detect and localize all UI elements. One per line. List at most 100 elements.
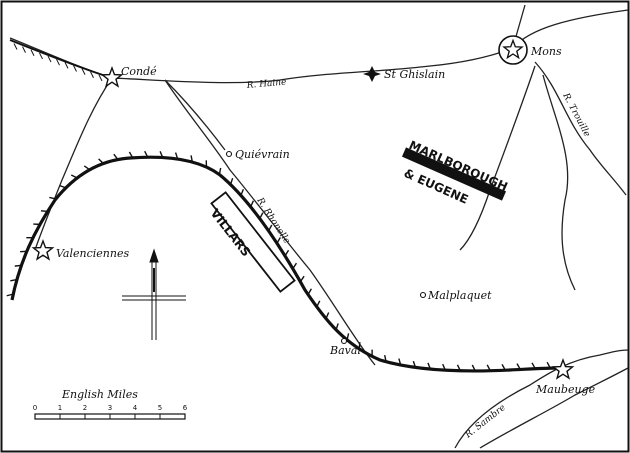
line-tooth: [70, 174, 78, 179]
star-icon: [100, 66, 124, 88]
frontier-hatch: [30, 49, 35, 56]
line-tooth: [486, 364, 491, 372]
label-st-ghislain: St Ghislain: [384, 68, 445, 81]
scale-bar-ticks: 0 1 2 3 4 5 6: [33, 404, 188, 412]
french-line-teeth: [6, 150, 551, 372]
line-tooth: [128, 151, 134, 159]
line-tooth: [40, 210, 48, 213]
frontier-hatch: [39, 52, 43, 60]
line-tooth: [546, 361, 551, 369]
line-tooth: [144, 150, 149, 158]
line-tooth: [259, 212, 264, 220]
line-tooth: [229, 177, 234, 185]
line-tooth: [190, 155, 194, 163]
line-tooth: [267, 224, 273, 232]
line-tooth: [398, 358, 402, 366]
scale-bar: [34, 413, 186, 420]
frontier-hatch: [73, 65, 77, 72]
scale-bar-title: English Miles: [61, 388, 138, 401]
line-tooth: [442, 363, 446, 371]
line-tooth: [83, 165, 91, 171]
frontier-hatch: [81, 68, 86, 75]
scale-tick-label: 1: [58, 404, 62, 412]
river-trouille: [534, 61, 627, 196]
scale-tick-label: 3: [108, 404, 112, 412]
line-tooth: [10, 278, 18, 282]
frontier-hatch: [56, 58, 60, 66]
line-tooth: [307, 288, 312, 295]
line-tooth: [159, 151, 164, 158]
scale-tick-label: 5: [158, 404, 162, 412]
french-lines: [10, 155, 559, 373]
circle-icon: [225, 150, 233, 158]
line-tooth: [49, 196, 57, 200]
line-tooth: [218, 167, 222, 175]
frontier-hatch: [64, 62, 69, 69]
line-tooth: [14, 264, 22, 267]
allied-army-bar: [401, 147, 507, 201]
star-icon: [502, 38, 524, 60]
circle-icon: [340, 337, 348, 345]
line-tooth: [98, 158, 104, 165]
line-tooth: [516, 363, 521, 370]
river-tributary-north: [514, 4, 526, 41]
line-tooth: [358, 342, 361, 349]
star-icon: [551, 358, 575, 380]
line-tooth: [276, 237, 281, 244]
line-tooth: [284, 249, 290, 257]
fortress-mons: [498, 35, 528, 65]
st-ghislain-marker-icon: [363, 66, 381, 82]
frontier-hatch-marks: [13, 43, 103, 82]
line-tooth: [383, 355, 387, 362]
line-tooth: [292, 262, 298, 270]
line-tooth: [412, 360, 417, 368]
frontier-hatch: [22, 46, 26, 53]
line-tooth: [316, 300, 321, 308]
river-rhonelle: [164, 79, 376, 366]
line-tooth: [427, 362, 432, 370]
river-sambre-branch: [479, 367, 629, 449]
circle-icon: [419, 291, 427, 299]
compass-rose-icon: [122, 248, 186, 340]
label-quievrain: Quiévrain: [235, 148, 290, 161]
scale-tick-label: 2: [83, 404, 87, 412]
river-trouille-branch: [542, 74, 576, 291]
frontier-hatch: [13, 43, 18, 50]
line-tooth: [325, 312, 330, 319]
star-icon: [31, 239, 55, 261]
french-army-bar: [210, 191, 296, 293]
frontier-hatch: [47, 55, 52, 63]
line-tooth: [299, 275, 305, 283]
label-maubeuge: Maubeuge: [535, 383, 596, 396]
label-conde: Condé: [121, 65, 157, 78]
line-tooth: [456, 364, 461, 372]
scale-tick-label: 4: [133, 404, 138, 412]
scale-bar-divisions: [34, 414, 186, 419]
label-river-haine: R. Haine: [245, 78, 286, 92]
line-tooth: [501, 364, 506, 371]
line-tooth: [113, 153, 119, 160]
line-tooth: [249, 200, 255, 208]
label-mons: Mons: [530, 45, 562, 58]
line-tooth: [174, 152, 179, 160]
river-scheldt: [34, 77, 113, 251]
fortress-valenciennes: [31, 239, 55, 261]
line-tooth: [59, 184, 67, 189]
scale-tick-label: 6: [183, 404, 188, 412]
frontier-hatch: [98, 74, 103, 82]
label-valenciennes: Valenciennes: [56, 247, 129, 260]
river-quievrain-branch: [164, 79, 226, 151]
line-tooth: [346, 333, 350, 341]
fortress-maubeuge: [551, 358, 575, 380]
label-malplaquet: Malplaquet: [427, 289, 492, 302]
frontier-hatch: [90, 71, 94, 79]
river-stream-mons: [459, 65, 536, 251]
fortress-conde: [100, 66, 124, 88]
label-bavai: Bavai: [329, 344, 361, 357]
line-tooth: [240, 188, 245, 196]
scale-tick-label: 0: [33, 404, 37, 412]
line-tooth: [531, 362, 536, 370]
river-sambre: [454, 349, 629, 449]
